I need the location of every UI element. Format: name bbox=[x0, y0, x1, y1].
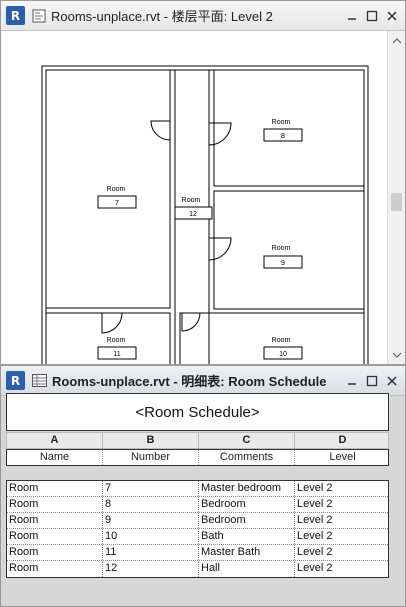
revit-logo-icon: R bbox=[6, 6, 25, 25]
column-header-level[interactable]: Level bbox=[329, 451, 356, 463]
revit-logo-icon: R bbox=[6, 371, 25, 390]
schedule-table-body: Room 7 Master bedroom Level 2 Room 8 Bed… bbox=[6, 480, 389, 578]
room-tag-label: Room bbox=[272, 119, 291, 126]
table-cell[interactable]: Level 2 bbox=[297, 498, 333, 510]
room-tag-label: Room bbox=[107, 337, 126, 344]
table-cell[interactable]: 9 bbox=[103, 513, 199, 528]
plan-title-bar[interactable]: R Rooms-unplace.rvt - 楼层平面: Level 2 bbox=[1, 1, 405, 31]
table-cell[interactable]: Room bbox=[7, 529, 103, 544]
table-row[interactable]: Room 11 Master Bath Level 2 bbox=[7, 545, 388, 561]
table-row[interactable]: Room 7 Master bedroom Level 2 bbox=[7, 481, 388, 497]
room-tag-label: Room bbox=[272, 245, 291, 252]
table-cell[interactable]: Level 2 bbox=[297, 514, 333, 526]
room-tag-label: Room bbox=[272, 337, 291, 344]
room-tag-number: 10 bbox=[279, 351, 287, 358]
table-cell[interactable]: Level 2 bbox=[297, 546, 333, 558]
table-cell[interactable]: Master bedroom bbox=[199, 481, 295, 496]
floor-plan-window[interactable]: R Rooms-unplace.rvt - 楼层平面: Level 2 bbox=[0, 0, 406, 365]
room-tag-number: 11 bbox=[113, 351, 120, 358]
table-cell[interactable]: Room bbox=[7, 481, 103, 496]
table-cell[interactable]: Level 2 bbox=[297, 530, 333, 542]
table-cell[interactable]: Master Bath bbox=[199, 545, 295, 560]
table-cell[interactable]: Level 2 bbox=[297, 482, 333, 494]
maximize-icon[interactable] bbox=[363, 7, 381, 25]
table-cell[interactable]: 8 bbox=[103, 497, 199, 512]
floor-plan-drawing: Room 8 Room 7 Room 12 Room 9 Room 11 bbox=[41, 65, 369, 364]
table-cell[interactable]: Room bbox=[7, 497, 103, 512]
room-tag-number: 9 bbox=[281, 260, 285, 267]
column-letter[interactable]: D bbox=[338, 434, 347, 446]
column-header-name[interactable]: Name bbox=[7, 450, 103, 465]
table-cell[interactable]: Bedroom bbox=[199, 513, 295, 528]
room-tag-number: 12 bbox=[189, 211, 197, 218]
column-header-comments[interactable]: Comments bbox=[199, 450, 295, 465]
column-letter-header: A B C D bbox=[6, 432, 389, 449]
room-tag-label: Room bbox=[182, 197, 201, 204]
table-cell[interactable]: Bath bbox=[199, 529, 295, 544]
table-cell[interactable]: Room bbox=[7, 561, 103, 577]
minimize-icon[interactable] bbox=[343, 7, 361, 25]
table-cell[interactable]: Room bbox=[7, 513, 103, 528]
plan-vertical-scrollbar[interactable] bbox=[387, 31, 405, 364]
column-letter[interactable]: A bbox=[7, 433, 103, 448]
scroll-down-icon[interactable] bbox=[388, 347, 405, 363]
table-cell[interactable]: Level 2 bbox=[297, 562, 333, 574]
scroll-up-icon[interactable] bbox=[388, 33, 405, 49]
schedule-title-bar[interactable]: R Rooms-unplace.rvt - 明细表: Room Schedule bbox=[1, 366, 405, 396]
schedule-title[interactable]: <Room Schedule> bbox=[6, 393, 389, 431]
table-cell[interactable]: 11 bbox=[103, 545, 199, 560]
room-tag-number: 7 bbox=[115, 200, 119, 207]
column-name-header: Name Number Comments Level bbox=[6, 449, 389, 466]
close-icon[interactable] bbox=[383, 372, 401, 390]
schedule-window-title: Rooms-unplace.rvt - 明细表: Room Schedule bbox=[52, 374, 327, 389]
table-cell[interactable]: Room bbox=[7, 545, 103, 560]
table-row[interactable]: Room 10 Bath Level 2 bbox=[7, 529, 388, 545]
plan-window-title: Rooms-unplace.rvt - 楼层平面: Level 2 bbox=[51, 9, 273, 24]
table-cell[interactable]: 10 bbox=[103, 529, 199, 544]
plan-drawing-area[interactable]: Room 8 Room 7 Room 12 Room 9 Room 11 bbox=[1, 31, 387, 364]
maximize-icon[interactable] bbox=[363, 372, 381, 390]
room-tag-number: 8 bbox=[281, 133, 285, 140]
floor-plan-icon bbox=[32, 9, 46, 23]
column-letter[interactable]: C bbox=[199, 433, 295, 448]
table-cell[interactable]: Bedroom bbox=[199, 497, 295, 512]
column-header-number[interactable]: Number bbox=[103, 450, 199, 465]
close-icon[interactable] bbox=[383, 7, 401, 25]
table-row[interactable]: Room 9 Bedroom Level 2 bbox=[7, 513, 388, 529]
schedule-table-icon bbox=[32, 374, 47, 387]
table-row[interactable]: Room 8 Bedroom Level 2 bbox=[7, 497, 388, 513]
scrollbar-thumb[interactable] bbox=[391, 193, 402, 211]
table-cell[interactable]: 7 bbox=[103, 481, 199, 496]
minimize-icon[interactable] bbox=[343, 372, 361, 390]
schedule-window[interactable]: R Rooms-unplace.rvt - 明细表: Room Schedule… bbox=[0, 365, 406, 607]
room-tag-label: Room bbox=[107, 186, 126, 193]
table-cell[interactable]: 12 bbox=[103, 561, 199, 577]
table-cell[interactable]: Hall bbox=[199, 561, 295, 577]
table-row[interactable]: Room 12 Hall Level 2 bbox=[7, 561, 388, 577]
column-letter[interactable]: B bbox=[103, 433, 199, 448]
